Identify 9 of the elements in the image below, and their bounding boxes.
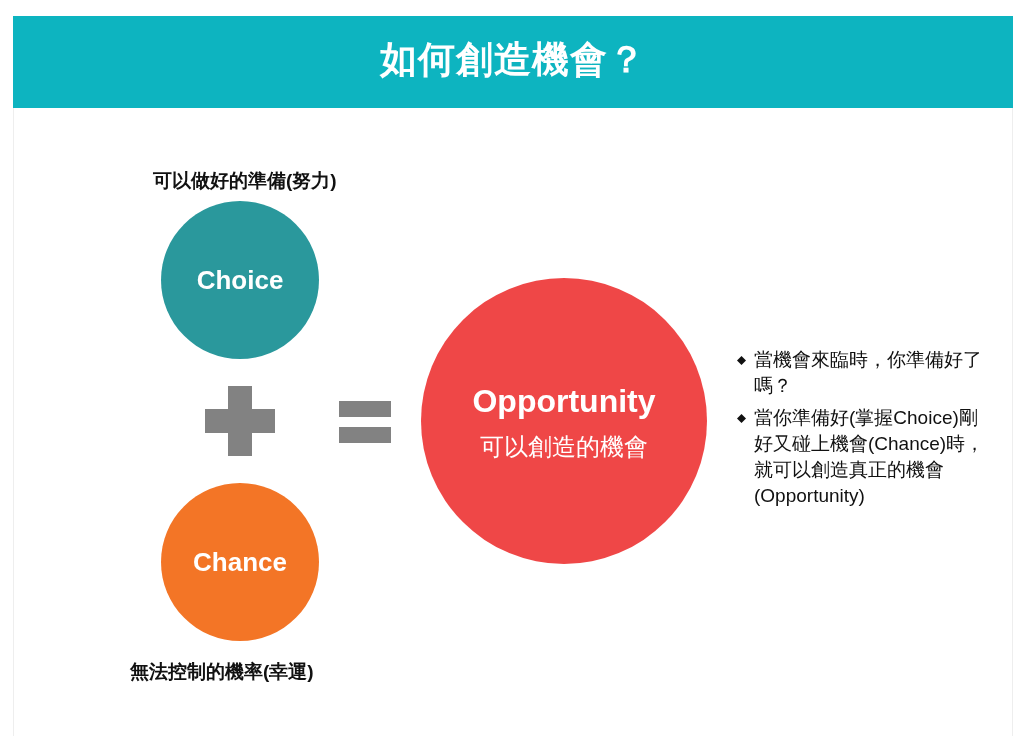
node-label: Opportunity: [472, 381, 656, 420]
node-label: Chance: [193, 546, 287, 578]
node-label: Choice: [196, 264, 284, 296]
bullet-text: 當你準備好(掌握Choice)剛好又碰上機會(Chance)時，就可以創造真正的機會(Opportunity): [754, 406, 986, 508]
bullet-text: 當機會來臨時，你準備好了嗎？: [754, 348, 983, 398]
node-caption: 可以做好的準備(努力): [153, 169, 337, 193]
title: 如何創造機會？: [380, 38, 646, 82]
node-caption: 無法控制的機率(幸運): [130, 660, 314, 684]
node-label: 可以創造的機會: [480, 431, 648, 461]
